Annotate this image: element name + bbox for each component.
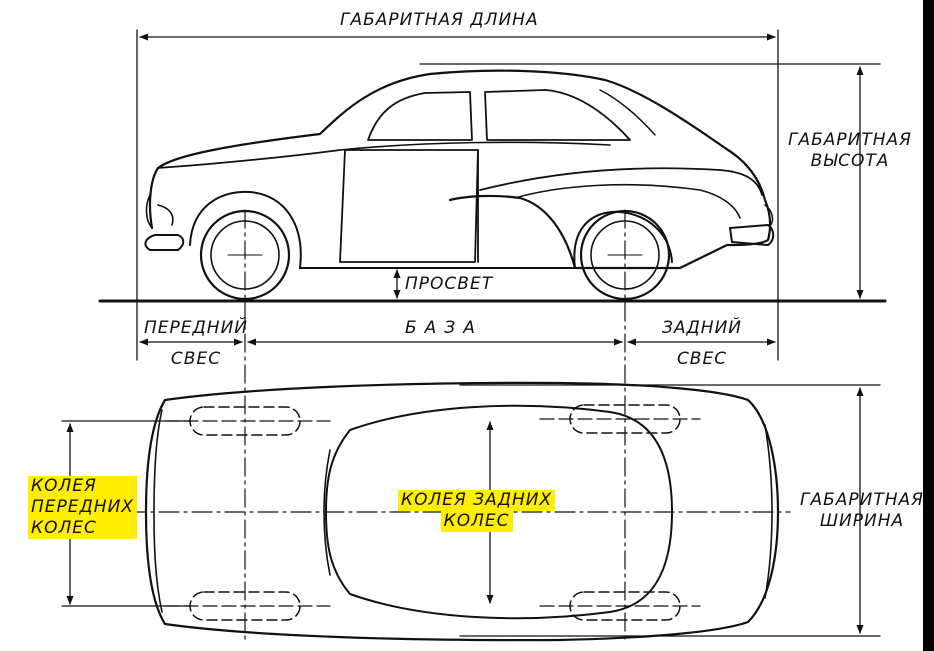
overall-width-label: ГАБАРИТНАЯ ШИРИНА (800, 490, 923, 532)
front-door-outline (339, 149, 479, 263)
rear-overhang-label: ЗАДНИЙ СВЕС (662, 318, 742, 370)
overall-height-label-line1: ГАБАРИТНАЯ (788, 130, 912, 150)
rear-overhang-label-line1: ЗАДНИЙ (662, 318, 743, 338)
front-track-label-line3: КОЛЕС (28, 518, 137, 539)
rear-light (764, 204, 774, 227)
front-overhang-label-line1: ПЕРЕДНИЙ (144, 318, 249, 338)
overall-width-label-line2: ШИРИНА (819, 511, 905, 531)
rear-quarter-window (599, 89, 656, 136)
rear-overhang-label-line2: СВЕС (676, 349, 728, 369)
front-overhang-label: ПЕРЕДНИЙ СВЕС (144, 318, 248, 370)
front-wheel-arch (189, 190, 302, 269)
overall-height-label-line2: ВЫСОТА (810, 151, 890, 171)
front-track-label: КОЛЕЯ ПЕРЕДНИХ КОЛЕС (28, 476, 137, 539)
rear-fender-lower (514, 183, 741, 219)
rear-fender-line (479, 167, 763, 196)
top-cabin-outline (325, 404, 673, 620)
side-view (98, 29, 887, 361)
front-window (367, 91, 473, 141)
overall-width-label-line1: ГАБАРИТНАЯ (800, 490, 923, 510)
rear-track-label-line2: КОЛЕС (440, 511, 513, 532)
top-view (59, 381, 881, 642)
front-overhang-label-line2: СВЕС (170, 349, 222, 369)
wheelbase-label: БАЗА (405, 318, 483, 338)
beltline (339, 141, 611, 151)
rear-window (484, 89, 631, 141)
top-front-bumper (153, 409, 163, 613)
front-bumper (144, 234, 185, 251)
clearance-label: ПРОСВЕТ (405, 274, 494, 294)
front-grille (145, 194, 174, 229)
front-fender-line (157, 149, 341, 169)
front-track-label-line1: КОЛЕЯ (28, 476, 137, 497)
front-track-label-line2: ПЕРЕДНИХ (28, 497, 137, 518)
top-body-outline (144, 381, 780, 642)
overall-height-label: ГАБАРИТНАЯ ВЫСОТА (788, 130, 912, 172)
car-body-outline (148, 69, 772, 270)
rear-track-label-line1: КОЛЕЯ ЗАДНИХ (398, 490, 556, 511)
rear-bumper (729, 224, 775, 246)
overall-length-label: ГАБАРИТНАЯ ДЛИНА (340, 10, 539, 30)
rear-track-label: КОЛЕЯ ЗАДНИХ КОЛЕС (398, 490, 556, 532)
